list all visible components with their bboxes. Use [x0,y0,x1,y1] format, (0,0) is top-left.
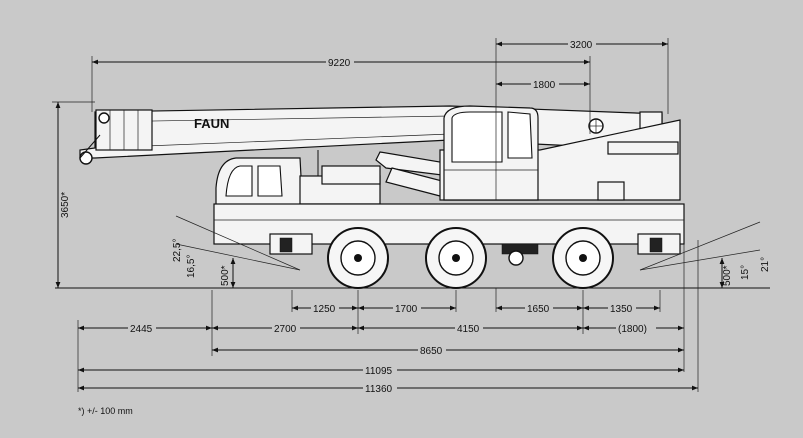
sheave-icon [98,112,110,124]
faun-logo: FAUN [194,116,229,131]
rear-angle-line-1 [639,221,761,271]
dim-1800: 1800 [533,80,556,91]
wheel-3 [552,227,614,289]
dim-1650: 1650 [527,304,550,315]
rear-angle-line-2 [639,249,761,271]
dim-3200: 3200 [570,40,593,51]
wheel-1 [327,227,389,289]
wheels [327,227,614,289]
dim-height: 3650* [60,192,71,218]
crane-illustration: FAUN [55,105,770,289]
dim-11360: 11360 [365,384,393,395]
dim-rear-angle-1: 21° [760,257,771,272]
dim-8650: 8650 [420,346,443,357]
front-angle-line-2 [175,243,301,271]
dim-1350: 1350 [610,304,633,315]
dim-1700: 1700 [395,304,418,315]
logo-text: FAUN [194,116,229,131]
hook-block-icon [79,151,93,165]
dim-front-angle-1: 22,5° [172,239,183,262]
dim-1800-bracket: (1800) [618,324,647,335]
dim-rear-angle-2: 15° [740,265,751,280]
dim-9220: 9220 [328,58,351,69]
luffing-cylinder [375,151,452,197]
dim-rear-clearance: 500* [722,265,733,286]
dim-2445: 2445 [130,324,153,335]
dim-11095: 11095 [365,366,393,377]
dimension-labels: 9220 3200 1800 3650* 22,5° 16,5° 500* 21… [60,37,771,416]
dim-1250: 1250 [313,304,336,315]
dim-2700: 2700 [274,324,297,335]
footnote: *) +/- 100 mm [78,406,133,416]
front-angle-line-1 [175,215,301,271]
dim-front-clearance: 500* [220,265,231,286]
dim-front-angle-2: 16,5° [186,255,197,278]
crane-cabin [443,105,539,201]
wheel-2 [425,227,487,289]
dim-4150: 4150 [457,324,480,335]
